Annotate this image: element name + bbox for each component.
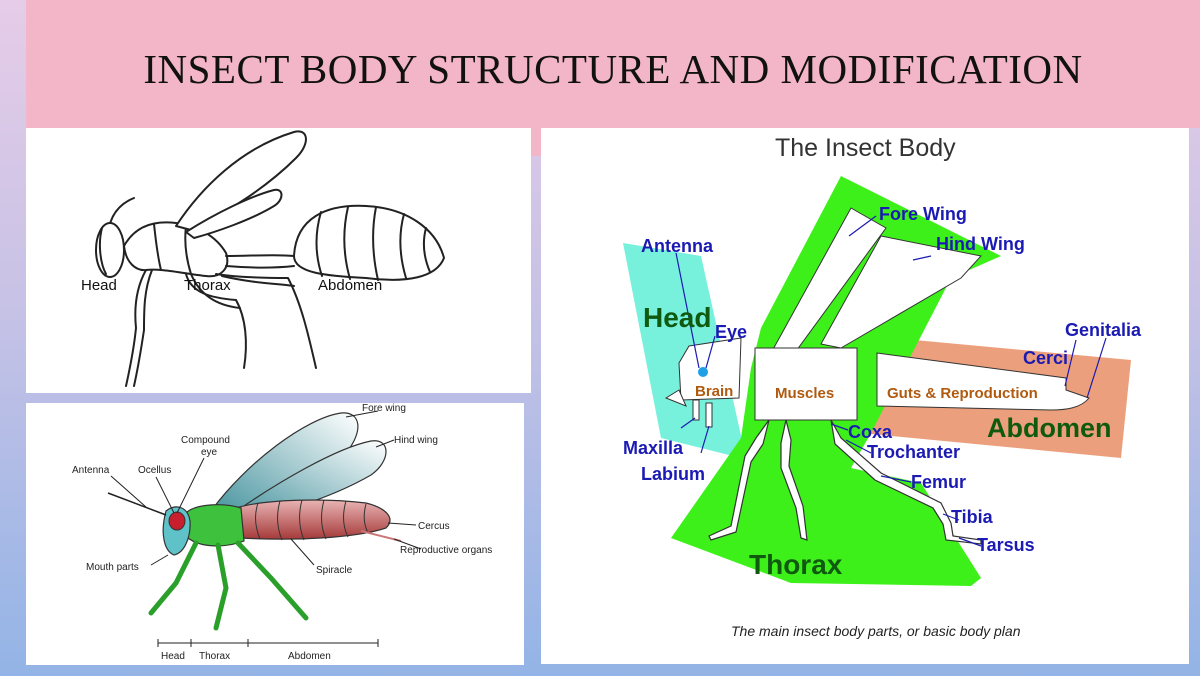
- insect-body-plan-panel: The Insect Body: [541, 128, 1189, 664]
- head-region-label: Head: [643, 302, 711, 333]
- fore-wing-body-label: Fore Wing: [879, 204, 967, 224]
- scale-abdomen-label: Abdomen: [288, 651, 331, 662]
- wasp-head-label: Head: [81, 277, 117, 294]
- antenna-body-label: Antenna: [641, 236, 714, 256]
- wasp-abdomen-label: Abdomen: [318, 277, 382, 294]
- labium-label: Labium: [641, 464, 705, 484]
- scale-head-label: Head: [161, 651, 185, 662]
- title-bar-extension: [531, 128, 541, 156]
- femur-label: Femur: [911, 472, 966, 492]
- guts-reproduction-label: Guts & Reproduction: [887, 385, 1038, 402]
- compound-eye-label-2: eye: [201, 447, 218, 458]
- spiracle-label: Spiracle: [316, 565, 353, 576]
- wasp-line-drawing: Head Thorax Abdomen: [81, 130, 445, 387]
- hind-wing-body-label: Hind Wing: [936, 234, 1025, 254]
- title-bar: INSECT BODY STRUCTURE AND MODIFICATION: [26, 0, 1200, 128]
- trochanter-label: Trochanter: [867, 442, 960, 462]
- colored-insect-diagram: Fore wing Hind wing Compound eye Antenna…: [72, 403, 492, 662]
- maxilla-label: Maxilla: [623, 438, 684, 458]
- slide-title: INSECT BODY STRUCTURE AND MODIFICATION: [143, 46, 1083, 92]
- fore-wing-label: Fore wing: [362, 403, 406, 414]
- wasp-line-drawing-panel: Head Thorax Abdomen: [26, 128, 531, 393]
- cercus-label: Cercus: [418, 521, 450, 532]
- insect-body-plan-diagram: The Insect Body: [623, 134, 1142, 639]
- body-plan-title: The Insect Body: [775, 134, 956, 162]
- colored-insect-panel: Fore wing Hind wing Compound eye Antenna…: [26, 403, 524, 665]
- mouth-parts-label: Mouth parts: [86, 562, 139, 573]
- body-plan-caption: The main insect body parts, or basic bod…: [731, 623, 1021, 639]
- genitalia-label: Genitalia: [1065, 320, 1142, 340]
- compound-eye-label-1: Compound: [181, 435, 230, 446]
- thorax-region-label: Thorax: [749, 549, 843, 580]
- reproductive-organs-label: Reproductive organs: [400, 545, 492, 556]
- ocellus-label: Ocellus: [138, 465, 171, 476]
- antenna-label: Antenna: [72, 465, 110, 476]
- hind-wing-label: Hind wing: [394, 435, 438, 446]
- muscles-label: Muscles: [775, 385, 834, 402]
- tibia-label: Tibia: [951, 507, 994, 527]
- tarsus-label: Tarsus: [977, 535, 1035, 555]
- wasp-thorax-label: Thorax: [184, 277, 231, 294]
- eye-label: Eye: [715, 322, 747, 342]
- scale-thorax-label: Thorax: [199, 651, 230, 662]
- brain-label: Brain: [695, 383, 733, 400]
- coxa-label: Coxa: [848, 422, 893, 442]
- cerci-label: Cerci: [1023, 348, 1068, 368]
- abdomen-region-label: Abdomen: [987, 413, 1112, 443]
